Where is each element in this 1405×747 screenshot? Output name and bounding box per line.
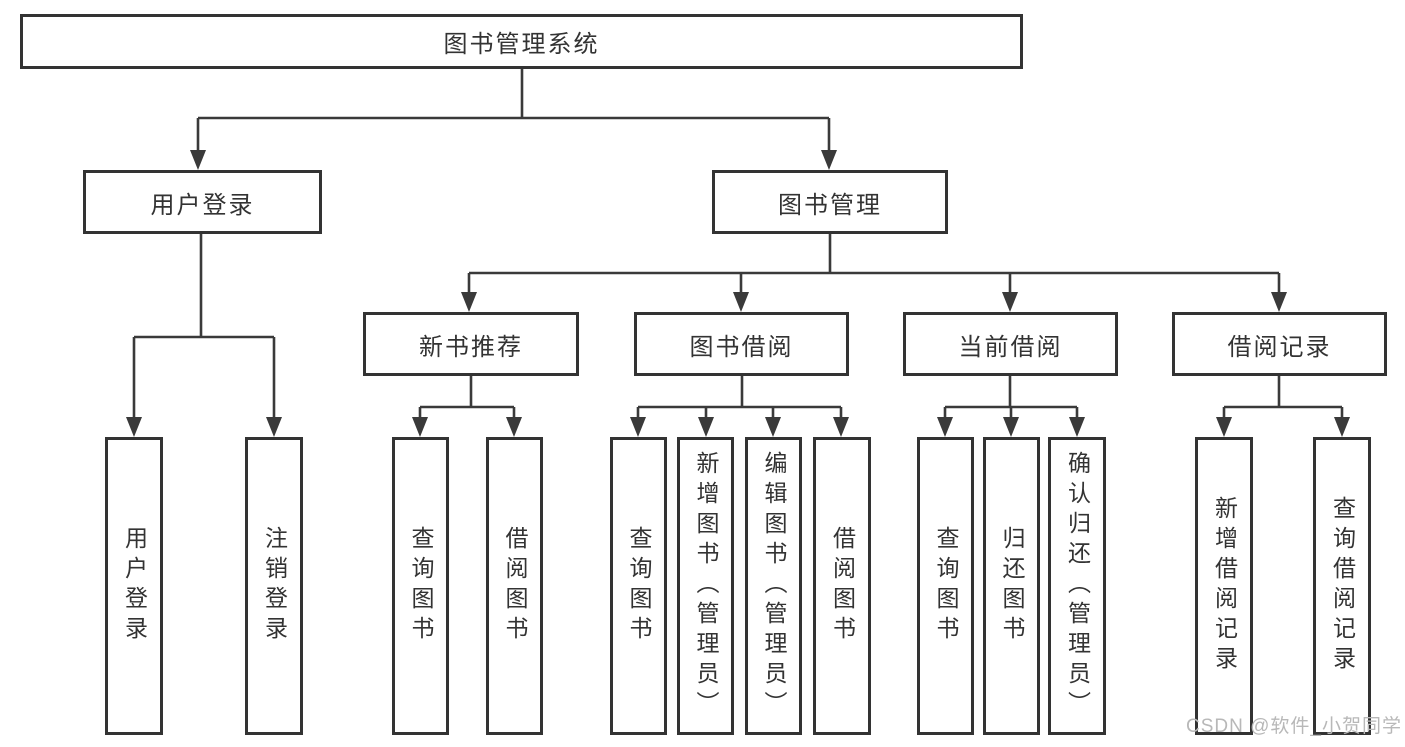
node-user-login: 用户登录	[83, 170, 322, 234]
leaf-query-books-3: 查询图书	[917, 437, 974, 735]
node-borrowing-records-label: 借阅记录	[1227, 333, 1332, 361]
node-library-system-label: 图书管理系统	[443, 31, 600, 58]
arrowheads	[126, 150, 1350, 437]
leaf-query-books-2: 查询图书	[610, 437, 667, 735]
connector-book-management	[467, 234, 1281, 300]
leaf-user-login-label: 用户登录	[121, 526, 148, 646]
leaf-edit-book-admin: 编辑图书（管理员）	[745, 437, 802, 735]
leaf-logout: 注销登录	[245, 437, 303, 735]
leaf-add-borrow-record-label: 新增借阅记录	[1211, 496, 1238, 676]
connector-borrowing-records	[1222, 376, 1344, 424]
leaf-borrow-books-1-label: 借阅图书	[502, 526, 528, 646]
connector-root	[196, 69, 831, 158]
leaf-confirm-return-admin: 确认归还（管理员）	[1048, 437, 1106, 735]
leaf-borrow-books-1: 借阅图书	[486, 437, 543, 735]
leaf-query-borrow-record: 查询借阅记录	[1313, 437, 1371, 735]
node-book-management-label: 图书管理	[778, 191, 882, 219]
leaf-query-books-1-label: 查询图书	[408, 526, 434, 646]
node-user-login-label: 用户登录	[150, 191, 255, 219]
node-book-borrowing: 图书借阅	[634, 312, 849, 376]
node-library-system: 图书管理系统	[20, 14, 1023, 69]
connector-new-book	[418, 376, 516, 424]
leaf-add-borrow-record: 新增借阅记录	[1195, 437, 1253, 735]
leaf-query-books-2-label: 查询图书	[626, 526, 652, 646]
leaf-return-book-label: 归还图书	[999, 526, 1025, 646]
node-current-borrowing: 当前借阅	[903, 312, 1118, 376]
leaf-confirm-return-admin-label: 确认归还（管理员）	[1064, 451, 1091, 721]
node-borrowing-records: 借阅记录	[1172, 312, 1387, 376]
leaf-borrow-books-2-label: 借阅图书	[829, 526, 856, 646]
node-new-book-recommend-label: 新书推荐	[419, 333, 523, 361]
connector-current-borrowing	[943, 376, 1079, 424]
node-book-borrowing-label: 图书借阅	[689, 333, 794, 361]
leaf-add-book-admin: 新增图书（管理员）	[677, 437, 734, 735]
leaf-edit-book-admin-label: 编辑图书（管理员）	[761, 451, 787, 721]
leaf-return-book: 归还图书	[983, 437, 1040, 735]
connector-user-login	[132, 234, 276, 424]
node-new-book-recommend: 新书推荐	[363, 312, 579, 376]
leaf-user-login: 用户登录	[105, 437, 163, 735]
leaf-borrow-books-2: 借阅图书	[813, 437, 871, 735]
leaf-query-books-3-label: 查询图书	[933, 526, 959, 646]
node-book-management: 图书管理	[712, 170, 948, 234]
leaf-query-borrow-record-label: 查询借阅记录	[1329, 496, 1356, 676]
csdn-watermark: CSDN @软件_小贺同学	[1186, 716, 1402, 737]
leaf-query-books-1: 查询图书	[392, 437, 449, 735]
connector-book-borrowing	[636, 376, 843, 424]
leaf-add-book-admin-label: 新增图书（管理员）	[693, 451, 719, 721]
node-current-borrowing-label: 当前借阅	[958, 333, 1063, 361]
leaf-logout-label: 注销登录	[261, 526, 288, 646]
